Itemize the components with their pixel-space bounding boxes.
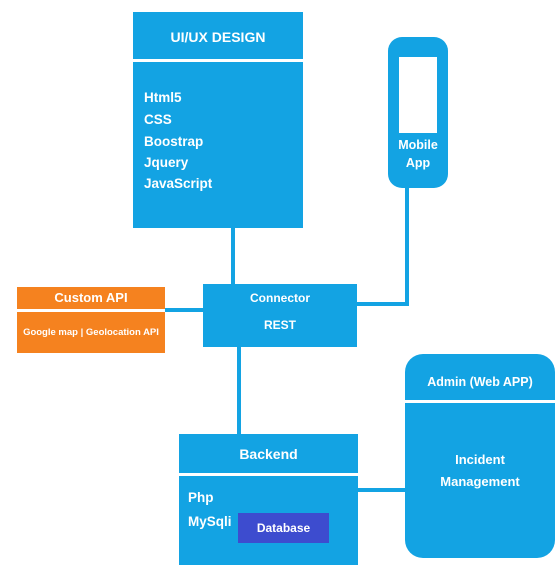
mobile-label-line2: App	[405, 156, 431, 170]
admin-webapp-box: Admin (Web APP) Incident Management	[405, 354, 555, 558]
admin-divider	[405, 400, 555, 403]
backend-item-php: Php	[188, 490, 214, 505]
backend-title: Backend	[239, 446, 298, 462]
connector-line-connector-to-backend	[237, 347, 241, 434]
connector-title: Connector	[250, 291, 310, 305]
uiux-item-css: CSS	[144, 112, 172, 127]
uiux-title: UI/UX DESIGN	[170, 29, 266, 45]
admin-body-line1: Incident	[455, 452, 505, 467]
backend-item-mysqli: MySqli	[188, 514, 232, 529]
uiux-item-bootstrap: Boostrap	[144, 134, 204, 149]
database-box: Database	[238, 513, 329, 543]
connector-rest: REST	[263, 318, 296, 332]
connector-line-backend-to-admin	[358, 488, 405, 492]
uiux-item-jquery: Jquery	[144, 155, 189, 170]
uiux-item-html5: Html5	[144, 90, 182, 105]
mobile-app-box: Mobile App	[388, 37, 448, 188]
uiux-design-box: UI/UX DESIGN Html5 CSS Boostrap Jquery J…	[133, 12, 303, 228]
connector-line-mobile-down	[405, 188, 409, 305]
mobile-screen-icon	[399, 57, 437, 133]
custom-api-box: Custom API Google map | Geolocation API	[17, 287, 165, 353]
admin-body-line2: Management	[440, 474, 520, 489]
backend-divider	[179, 473, 358, 476]
mobile-label-line1: Mobile	[398, 138, 438, 152]
connector-line-mobile-to-connector	[357, 302, 409, 306]
custom-api-title: Custom API	[17, 287, 165, 309]
admin-title: Admin (Web APP)	[427, 375, 533, 389]
connector-line-customapi-to-connector	[165, 308, 203, 312]
uiux-divider	[133, 59, 303, 62]
connector-box: Connector REST	[203, 284, 357, 347]
uiux-item-javascript: JavaScript	[144, 176, 213, 191]
connector-line-uiux-to-connector	[231, 228, 235, 285]
custom-api-body: Google map | Geolocation API	[17, 312, 165, 353]
backend-box: Backend Php MySqli Database	[179, 434, 358, 565]
